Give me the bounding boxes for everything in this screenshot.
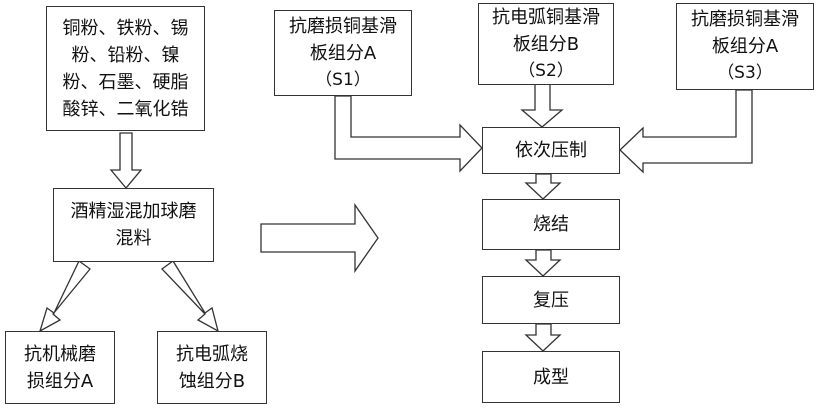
s3-tag: （S3） xyxy=(717,60,773,87)
s1-line-1: 抗磨损铜基滑 xyxy=(289,13,397,40)
materials-line-4: 酸锌、二氧化锆 xyxy=(63,96,189,123)
s2-tag: （S2） xyxy=(518,58,574,85)
forming-label: 成型 xyxy=(533,364,569,391)
arc-b-box: 抗电弧烧 蚀组分B xyxy=(157,331,267,404)
materials-line-1: 铜粉、铁粉、锡 xyxy=(63,15,189,42)
alcohol-mill-box: 酒精湿混加球磨 混料 xyxy=(53,188,214,262)
s2-line-1: 抗电弧铜基滑 xyxy=(492,4,600,31)
wear-a-line-2: 损组分A xyxy=(27,368,93,395)
arrow-to-process xyxy=(261,205,378,271)
arrow-repress-to-forming xyxy=(526,324,560,351)
forming-box: 成型 xyxy=(482,351,620,403)
s3-box: 抗磨损铜基滑 板组分A （S3） xyxy=(676,3,814,90)
s2-box: 抗电弧铜基滑 板组分B （S2） xyxy=(478,3,614,85)
materials-box: 铜粉、铁粉、锡 粉、铅粉、镍 粉、石墨、硬脂 酸锌、二氧化锆 xyxy=(46,6,205,131)
arrow-sinter-to-repress xyxy=(526,250,560,276)
wear-a-box: 抗机械磨 损组分A xyxy=(5,331,115,404)
s1-line-2: 板组分A xyxy=(310,40,376,67)
sinter-box: 烧结 xyxy=(482,199,620,250)
s1-tag: （S1） xyxy=(315,67,371,94)
arrow-mill-to-arc-b xyxy=(162,261,218,331)
alcohol-mill-line-1: 酒精湿混加球磨 xyxy=(71,198,197,225)
repress-box: 复压 xyxy=(482,276,620,324)
materials-line-2: 粉、铅粉、镍 xyxy=(72,42,180,69)
s2-line-2: 板组分B xyxy=(513,31,579,58)
s1-box: 抗磨损铜基滑 板组分A （S1） xyxy=(274,10,412,96)
alcohol-mill-line-2: 混料 xyxy=(116,225,152,252)
wear-a-line-1: 抗机械磨 xyxy=(24,341,96,368)
repress-label: 复压 xyxy=(533,287,569,314)
materials-line-3: 粉、石墨、硬脂 xyxy=(63,69,189,96)
press-label: 依次压制 xyxy=(515,137,587,164)
arrow-s3-to-press xyxy=(620,90,752,172)
press-box: 依次压制 xyxy=(482,127,620,174)
arc-b-line-2: 蚀组分B xyxy=(179,368,245,395)
arrow-s1-to-press xyxy=(335,96,482,171)
arrow-s2-to-press xyxy=(522,83,562,127)
s3-line-2: 板组分A xyxy=(712,33,778,60)
arrow-press-to-sinter xyxy=(526,174,560,199)
arc-b-line-1: 抗电弧烧 xyxy=(176,341,248,368)
sinter-label: 烧结 xyxy=(533,211,569,238)
arrow-materials-to-mill xyxy=(111,133,141,188)
arrow-mill-to-wear-a xyxy=(40,261,90,331)
s3-line-1: 抗磨损铜基滑 xyxy=(691,6,799,33)
